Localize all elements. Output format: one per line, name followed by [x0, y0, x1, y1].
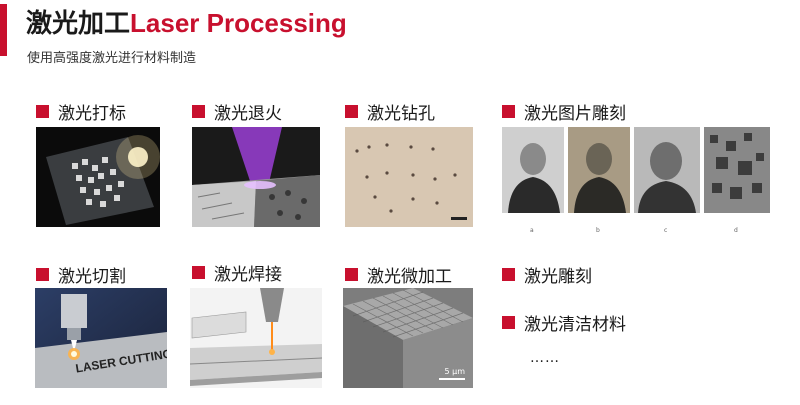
bullet-square-icon: [345, 105, 358, 118]
caption-a: a: [530, 227, 534, 234]
item-laser-welding: 激光焊接: [192, 260, 282, 285]
item-laser-annealing: 激光退火: [192, 99, 282, 124]
caption-b: b: [596, 227, 600, 234]
item-laser-cleaning: 激光清洁材料: [502, 310, 626, 335]
laser-drilling-image: [345, 127, 473, 227]
item-label: 激光图片雕刻: [524, 104, 626, 124]
page-title: 激光加工Laser Processing: [26, 6, 347, 41]
bullet-square-icon: [345, 268, 358, 281]
item-label: 激光打标: [58, 104, 126, 124]
item-label: 激光退火: [214, 104, 282, 124]
more-ellipsis: ……: [530, 350, 560, 366]
title-cn: 激光加工: [26, 9, 131, 39]
item-laser-micromachining: 激光微加工: [345, 262, 452, 287]
item-label: 激光雕刻: [524, 267, 592, 287]
item-laser-cutting: 激光切割: [36, 262, 126, 287]
laser-photo-engraving-image: [500, 127, 772, 225]
item-laser-marking: 激光打标: [36, 99, 126, 124]
bullet-square-icon: [192, 105, 205, 118]
scale-bar-label: 5 μm: [444, 367, 465, 376]
accent-bar: [0, 4, 7, 56]
item-label: 激光清洁材料: [524, 315, 626, 335]
item-laser-photo-engraving: 激光图片雕刻: [502, 99, 626, 124]
item-laser-drilling: 激光钻孔: [345, 99, 435, 124]
laser-cutting-image: LASER CUTTING: [35, 288, 167, 388]
item-label: 激光焊接: [214, 265, 282, 285]
laser-micromachining-image: 5 μm: [343, 288, 473, 388]
title-en: Laser Processing: [130, 8, 347, 38]
page-subtitle: 使用高强度激光进行材料制造: [27, 51, 197, 66]
item-label: 激光切割: [58, 267, 126, 287]
bullet-square-icon: [502, 105, 515, 118]
laser-marking-image: [36, 127, 160, 227]
bullet-square-icon: [192, 266, 205, 279]
bullet-square-icon: [502, 316, 515, 329]
laser-welding-image: [190, 288, 322, 388]
laser-annealing-image: [192, 127, 320, 227]
caption-d: d: [734, 227, 738, 234]
item-label: 激光钻孔: [367, 104, 435, 124]
item-label: 激光微加工: [367, 267, 452, 287]
bullet-square-icon: [36, 268, 49, 281]
bullet-square-icon: [36, 105, 49, 118]
item-laser-engraving: 激光雕刻: [502, 262, 592, 287]
caption-c: c: [664, 227, 668, 234]
bullet-square-icon: [502, 268, 515, 281]
